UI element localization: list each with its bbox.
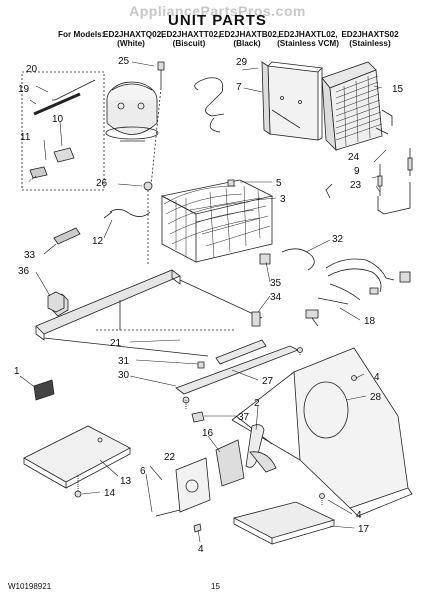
- part-33: [53, 227, 81, 245]
- model-finish: (Stainless VCM): [277, 39, 339, 48]
- part-label-30: 30: [118, 370, 130, 381]
- model-finish: (White): [117, 39, 145, 48]
- part-37: [191, 411, 205, 423]
- part-label-31: 31: [118, 356, 130, 367]
- model-white: ED2JHAXTQ02, (White): [103, 30, 164, 48]
- model-number: ED2JHAXTB02,: [219, 30, 280, 39]
- model-black: ED2JHAXTB02, (Black): [219, 30, 279, 48]
- model-finish: (Biscuit): [172, 39, 206, 48]
- part-label-4-top: 4: [374, 372, 380, 383]
- drip-tray: [23, 425, 131, 498]
- bracket-36: [47, 291, 65, 313]
- part-label-9: 9: [354, 166, 360, 177]
- part-label-35: 35: [270, 278, 282, 289]
- part-label-3: 3: [280, 194, 286, 205]
- fastener-34-35: [251, 253, 303, 356]
- part-label-32: 32: [332, 234, 344, 245]
- screw-4: [351, 375, 357, 381]
- model-stainless-vcm: ED2JHAXTL02, (Stainless VCM): [277, 30, 339, 48]
- part-label-1: 1: [14, 366, 20, 377]
- model-number: ED2JHAXTS02: [341, 30, 399, 39]
- model-finish: (Stainless): [349, 39, 391, 48]
- drier-tubes: [325, 148, 413, 215]
- compressor-assembly: [21, 71, 159, 191]
- model-biscuit: ED2JHAXTT02, (Biscuit): [161, 30, 221, 48]
- part-label-33: 33: [24, 250, 36, 261]
- fan-shroud: [231, 347, 413, 517]
- part-label-27: 27: [262, 376, 274, 387]
- fastener-25: [143, 61, 165, 264]
- document-number: W10198921: [8, 582, 52, 591]
- leader-lines: [19, 61, 387, 543]
- part-label-11: 11: [20, 132, 31, 143]
- condenser: [321, 61, 393, 152]
- part-label-17: 17: [358, 524, 370, 535]
- part-label-14: 14: [104, 488, 116, 499]
- frame-rail: [35, 269, 263, 357]
- part-label-6: 6: [140, 466, 146, 477]
- part-label-15: 15: [392, 84, 404, 95]
- wire-harness: [281, 248, 411, 327]
- page-title: UNIT PARTS: [168, 12, 267, 29]
- part-label-34: 34: [270, 292, 282, 303]
- tube-7: [194, 77, 225, 133]
- models-prefix: For Models:: [58, 30, 105, 39]
- part-label-19: 19: [18, 84, 30, 95]
- part-label-7: 7: [236, 82, 242, 93]
- part-label-28: 28: [370, 392, 382, 403]
- part-label-20: 20: [26, 64, 38, 75]
- part-label-16: 16: [202, 428, 214, 439]
- part-number-labels: 20 19 11 10 25 26 29 7 15 24 9 23 5 3 12…: [14, 56, 404, 555]
- part-label-2: 2: [254, 398, 260, 409]
- part-label-37: 37: [238, 412, 250, 423]
- part-label-13: 13: [120, 476, 132, 487]
- model-number: ED2JHAXTL02,: [278, 30, 338, 39]
- watermark: AppliancePartsPros.com: [129, 3, 306, 19]
- model-number: ED2JHAXTQ02,: [103, 30, 164, 39]
- model-finish: (Black): [233, 39, 261, 48]
- part-label-25: 25: [118, 56, 130, 67]
- rail-lower: [175, 339, 299, 410]
- part-label-5: 5: [276, 178, 282, 189]
- part-label-29: 29: [236, 57, 248, 68]
- part-label-22: 22: [164, 452, 176, 463]
- part-label-18: 18: [364, 316, 376, 327]
- part-label-24: 24: [348, 152, 360, 163]
- part-label-21: 21: [110, 338, 122, 349]
- model-stainless: ED2JHAXTS02 (Stainless): [341, 30, 399, 48]
- part-label-10: 10: [52, 114, 64, 125]
- part-label-12: 12: [92, 236, 104, 247]
- wire-12: [103, 209, 151, 219]
- drain-pan: [232, 493, 336, 545]
- part-label-4-bottom: 4: [198, 544, 204, 555]
- part-1: [33, 379, 55, 401]
- part-label-4-right: 4: [356, 510, 362, 521]
- fan-motor: [155, 424, 277, 533]
- condenser-shroud: [261, 61, 323, 141]
- part-label-26: 26: [96, 178, 108, 189]
- page-number: 15: [211, 582, 220, 591]
- evaporator-coil: [160, 179, 274, 263]
- part-label-23: 23: [350, 180, 362, 191]
- part-label-36: 36: [18, 266, 30, 277]
- model-number: ED2JHAXTT02,: [161, 30, 221, 39]
